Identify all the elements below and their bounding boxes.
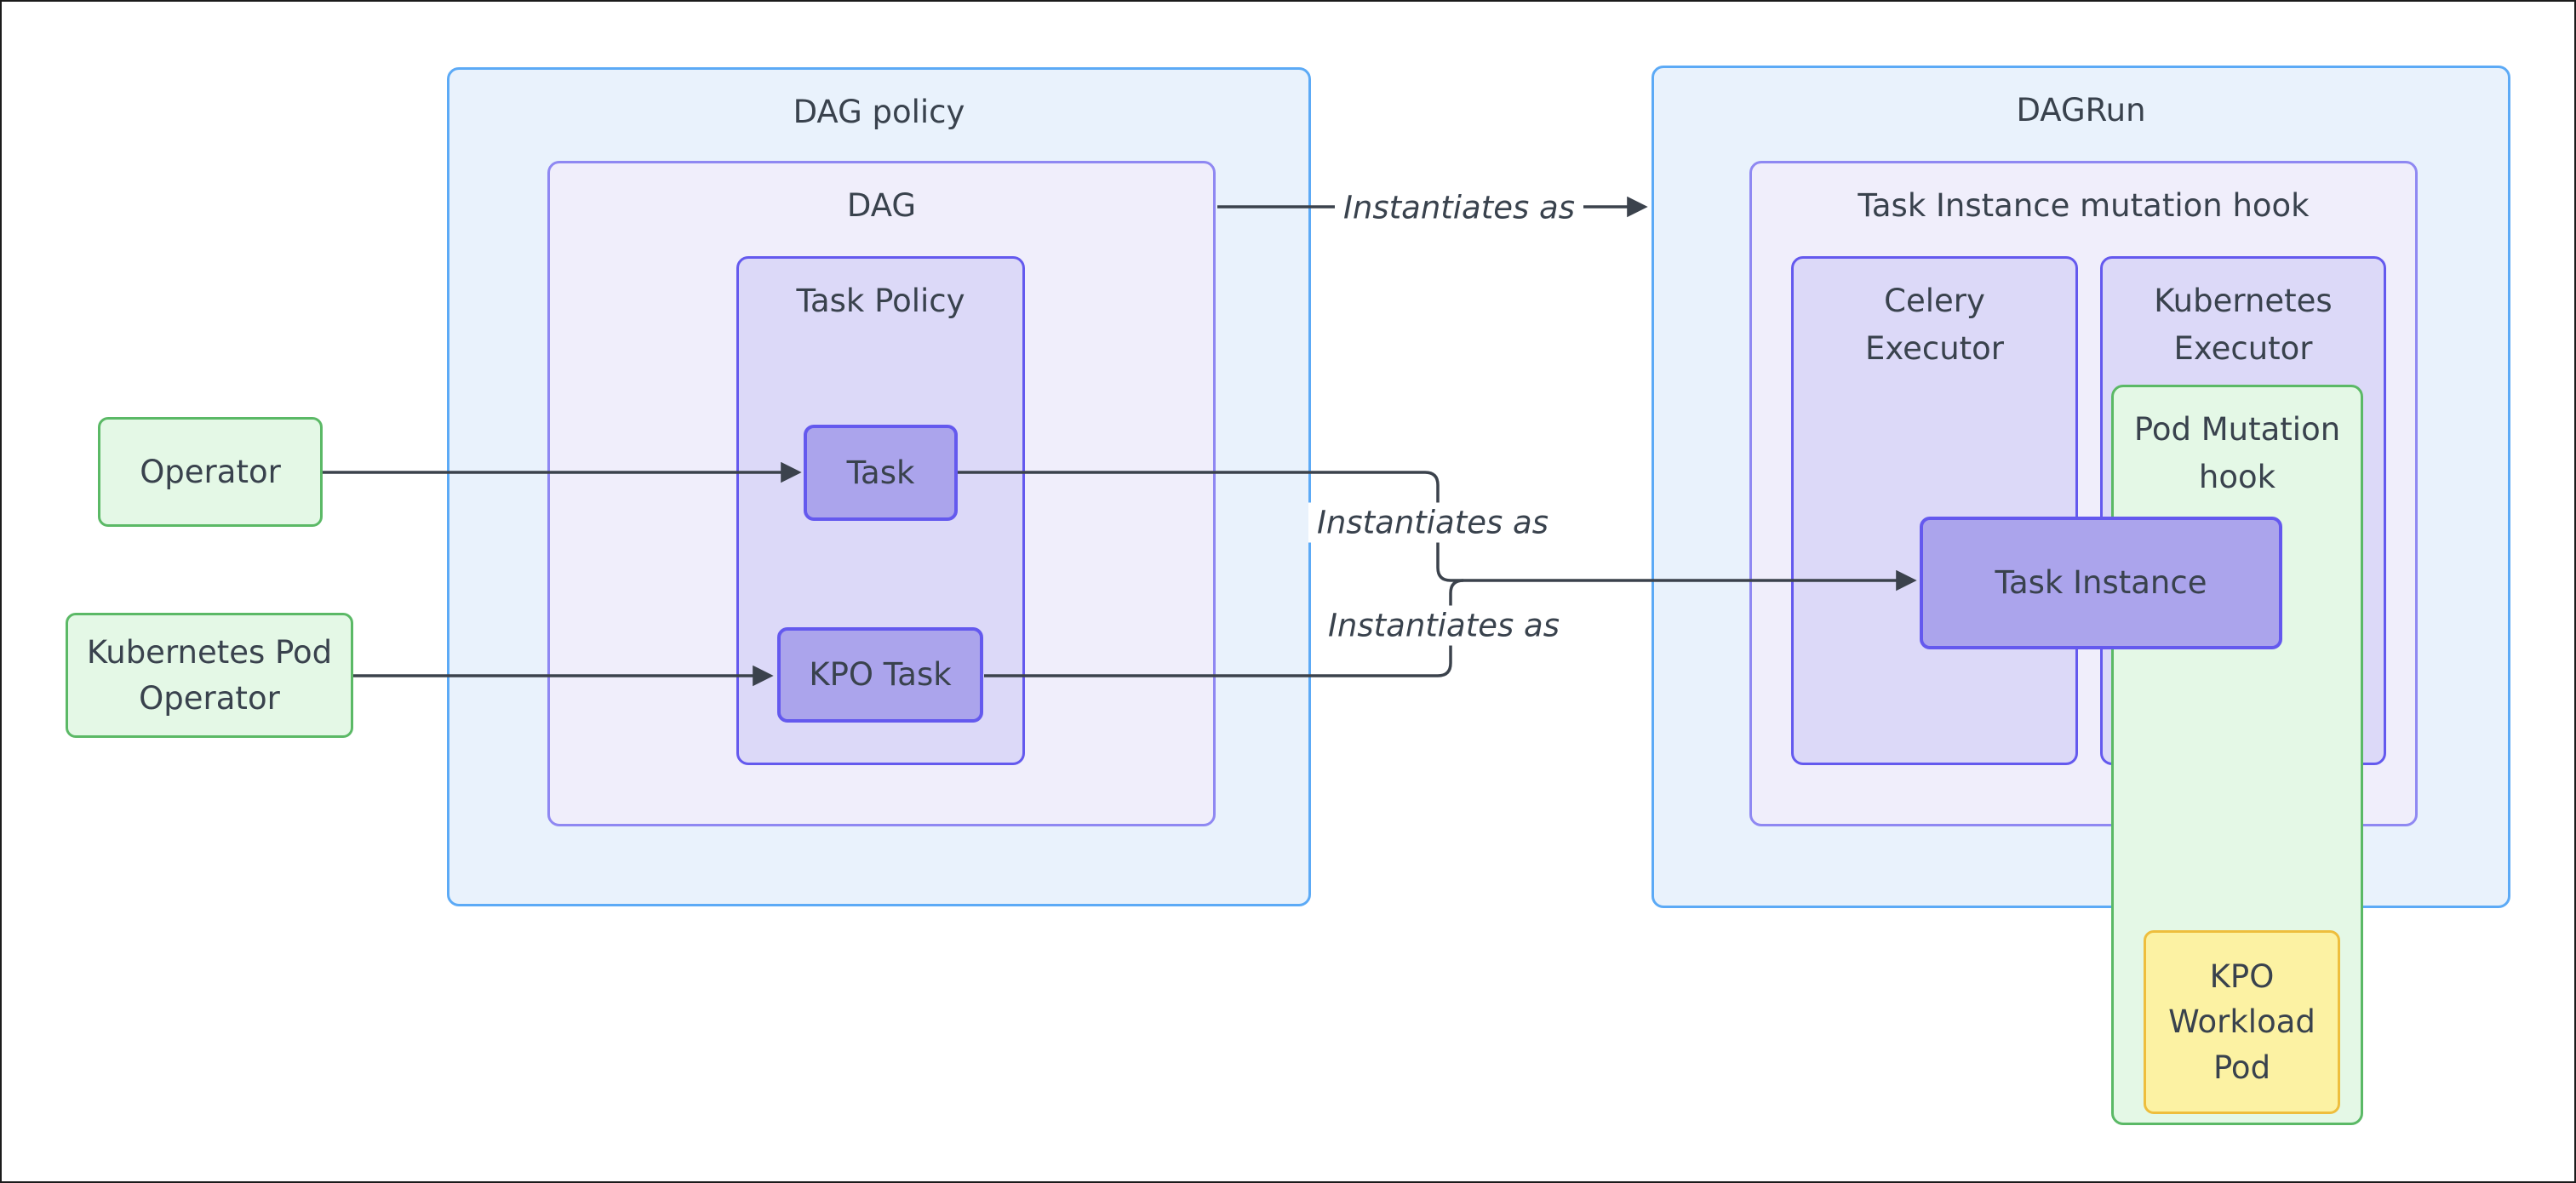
container-dag-title: DAG xyxy=(846,187,917,224)
container-dag-policy-title: DAG policy xyxy=(793,94,965,130)
container-task-instance-mutation-hook-title: Task Instance mutation hook xyxy=(1858,187,2310,224)
container-celery-executor: Celery Executor xyxy=(1791,256,2078,765)
node-kubernetes-pod-operator: Kubernetes Pod Operator xyxy=(66,613,353,738)
node-task: Task xyxy=(804,425,958,521)
container-pod-mutation-hook-title: Pod Mutation hook xyxy=(2133,411,2341,495)
node-task-instance: Task Instance xyxy=(1920,517,2282,649)
container-celery-executor-title: Celery Executor xyxy=(1864,283,2005,367)
container-kubernetes-executor-title: Kubernetes Executor xyxy=(2154,283,2333,367)
edge-label-task-to-task-instance: Instantiates as xyxy=(1308,502,1557,543)
node-operator: Operator xyxy=(98,417,323,527)
container-task-policy-title: Task Policy xyxy=(796,283,965,319)
edge-label-kpo-task-to-task-instance: Instantiates as xyxy=(1319,605,1568,646)
edge-kpo-task-to-task-instance xyxy=(984,579,1464,677)
edge-label-dag-to-dagrun: Instantiates as xyxy=(1335,187,1583,228)
node-kpo-workload-pod: KPO Workload Pod xyxy=(2144,930,2340,1114)
container-dagrun-title: DAGRun xyxy=(2016,92,2146,129)
node-kpo-task: KPO Task xyxy=(777,627,983,723)
